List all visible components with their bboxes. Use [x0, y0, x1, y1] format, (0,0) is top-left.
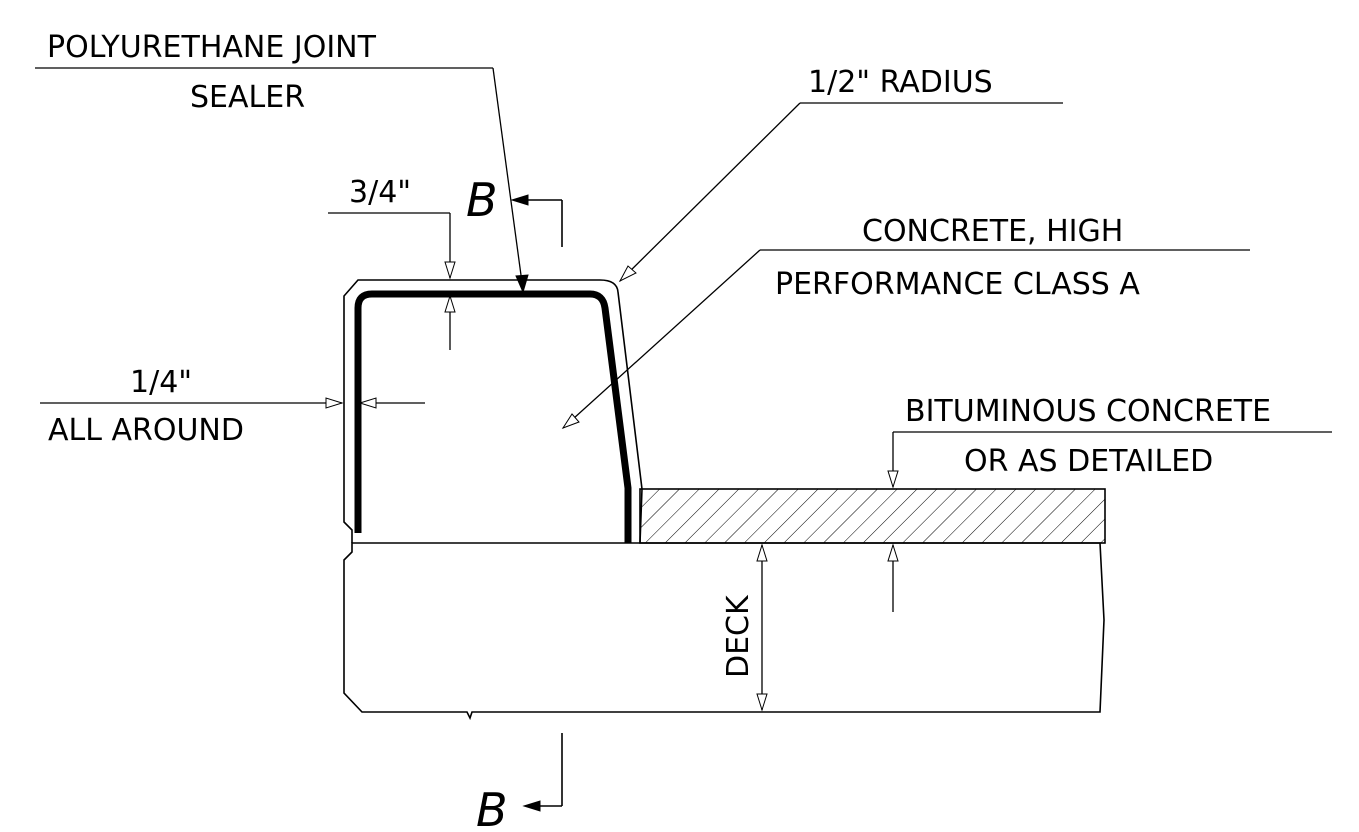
sealer-label-line2: SEALER: [190, 80, 305, 115]
deck-dimension: [756, 543, 768, 712]
radius-label: 1/2" RADIUS: [808, 65, 993, 100]
bituminous-label-line1: BITUMINOUS CONCRETE: [905, 394, 1271, 429]
concrete-leader: [561, 249, 1250, 429]
concrete-label-line1: CONCRETE, HIGH: [862, 214, 1123, 249]
joint-sealer: [354, 290, 632, 543]
section-label-top: B: [466, 173, 498, 227]
curb-outline: [343, 279, 643, 544]
concrete-label-line2: PERFORMANCE CLASS A: [775, 267, 1140, 302]
deck-slab: [343, 542, 1105, 721]
radius-leader: [618, 102, 1063, 283]
sealer-leader: [35, 67, 529, 294]
sealer-label-line1: POLYURETHANE JOINT: [47, 30, 377, 65]
side-cover-label-line1: 1/4": [130, 365, 192, 400]
top-cover-label: 3/4": [349, 175, 411, 210]
deck-label: DECK: [721, 594, 756, 678]
section-cut-top: [510, 194, 563, 247]
side-cover-label-line2: ALL AROUND: [48, 413, 244, 448]
section-cut-bottom: [522, 733, 563, 812]
top-cover-dimension: [328, 212, 456, 350]
bituminous-label-line2: OR AS DETAILED: [964, 444, 1213, 479]
side-cover-dimension: [40, 397, 425, 409]
section-label-bottom: B: [476, 783, 508, 832]
bituminous-overlay: [639, 488, 1106, 544]
bituminous-dimension: [887, 431, 1332, 612]
